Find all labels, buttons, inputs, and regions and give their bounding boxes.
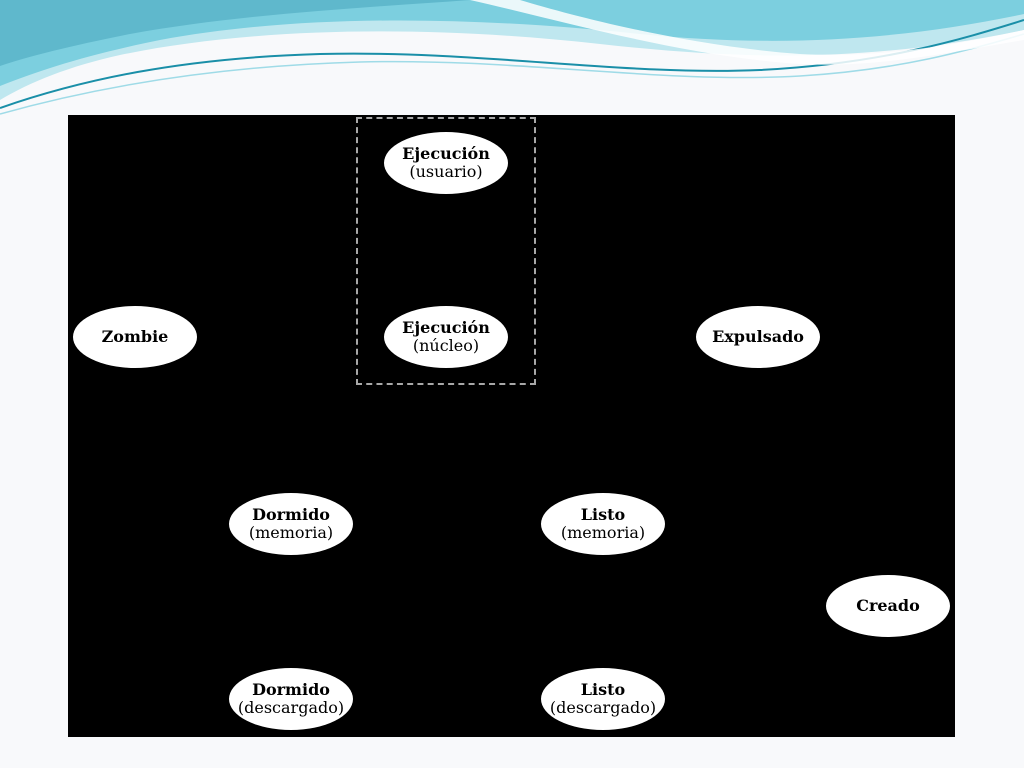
state-ejecucion-usuario: Ejecución (usuario) [384,132,508,194]
wave-band-teal [0,0,1024,86]
state-label-secondary: (usuario) [409,162,483,181]
state-label-primary: Ejecución [402,143,490,163]
state-ejecucion-nucleo: Ejecución (núcleo) [384,306,508,368]
execution-group-box [356,117,536,385]
state-dormido-descargado: Dormido (descargado) [229,668,353,730]
state-label-primary: Zombie [101,326,169,346]
state-creado: Creado [826,575,950,637]
state-label-primary: Ejecución [402,317,490,337]
state-label-secondary: (descargado) [549,698,657,717]
wave-header-decoration [0,0,1024,115]
state-label-primary: Expulsado [712,326,804,346]
state-listo-memoria: Listo (memoria) [541,493,665,555]
state-zombie: Zombie [73,306,197,368]
state-label-secondary: (memoria) [560,523,646,542]
state-label-primary: Listo [580,679,626,699]
state-label-primary: Dormido [252,504,330,524]
state-label-secondary: (memoria) [248,523,334,542]
state-label-secondary: (descargado) [237,698,345,717]
state-label-secondary: (núcleo) [412,336,480,355]
state-listo-descargado: Listo (descargado) [541,668,665,730]
state-label-primary: Creado [856,595,920,615]
wave-highlight [470,0,1024,65]
wave-line-light [0,33,1024,115]
state-expulsado: Expulsado [696,306,820,368]
wave-band-top [0,0,470,66]
diagram-canvas [68,115,955,737]
state-label-primary: Listo [580,504,626,524]
state-label-primary: Dormido [252,679,330,699]
state-dormido-memoria: Dormido (memoria) [229,493,353,555]
